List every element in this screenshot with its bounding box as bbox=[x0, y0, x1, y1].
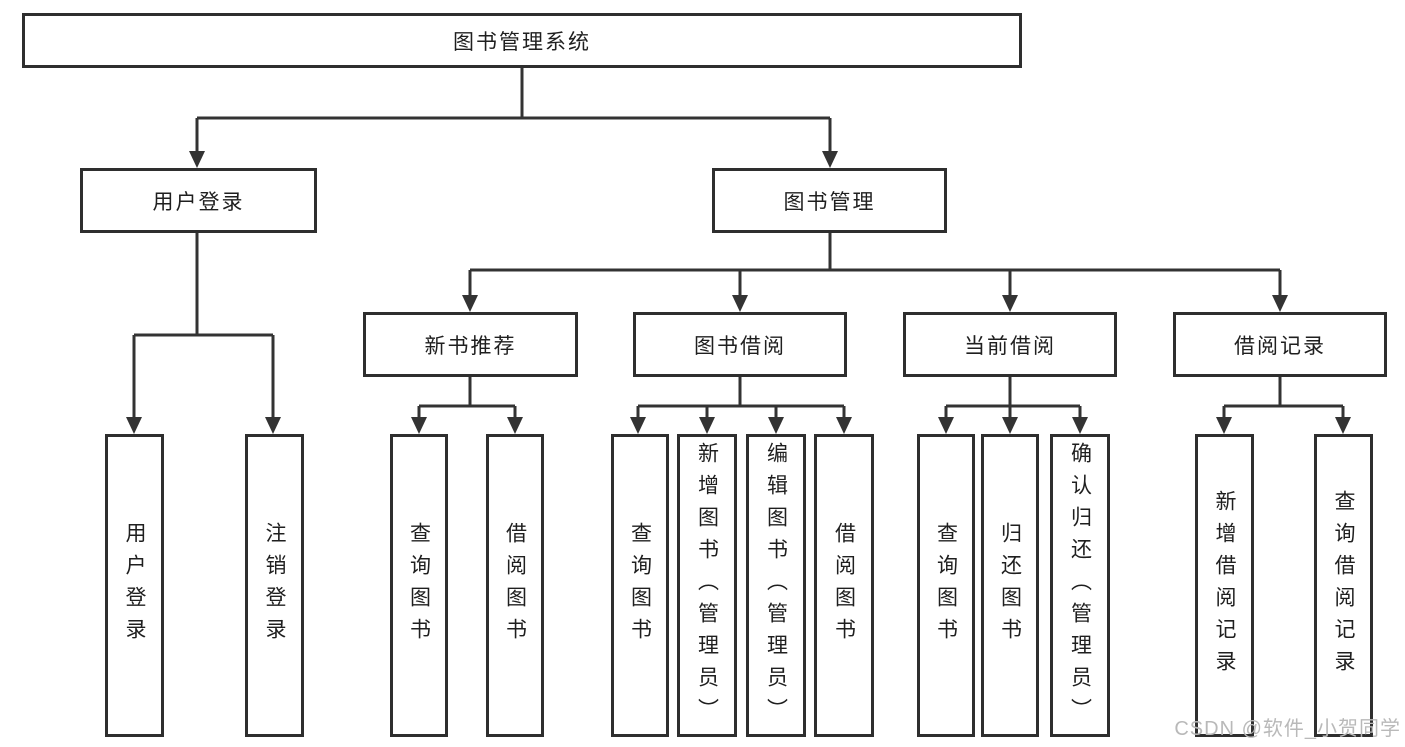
arrowhead bbox=[1002, 295, 1018, 312]
leaf-add-book-admin: 新增图书（管理员） bbox=[677, 434, 737, 737]
node-book-borrow: 图书借阅 bbox=[633, 312, 847, 377]
arrowhead bbox=[1335, 417, 1351, 434]
leaf-borrow-book: 借阅图书 bbox=[814, 434, 874, 737]
node-borrow-record-label: 借阅记录 bbox=[1234, 334, 1326, 358]
leaf-borrow-book-recommend: 借阅图书 bbox=[486, 434, 544, 737]
node-borrow-record: 借阅记录 bbox=[1173, 312, 1387, 377]
arrowhead bbox=[507, 417, 523, 434]
leaf-add-borrow-record-label: 新增借阅记录 bbox=[1213, 489, 1236, 682]
node-current-borrow-label: 当前借阅 bbox=[964, 334, 1056, 358]
leaf-query-book-current: 查询图书 bbox=[917, 434, 975, 737]
leaf-query-borrow-record: 查询借阅记录 bbox=[1314, 434, 1373, 737]
node-book-borrow-label: 图书借阅 bbox=[694, 334, 786, 358]
node-new-book-recommend: 新书推荐 bbox=[363, 312, 578, 377]
leaf-query-book-recommend-label: 查询图书 bbox=[407, 521, 431, 650]
node-book-management-label: 图书管理 bbox=[783, 190, 876, 214]
leaf-confirm-return-admin-label: 确认归还（管理员） bbox=[1068, 441, 1092, 730]
connector-root-to-level2 bbox=[195, 68, 832, 152]
node-user-login-label: 用户登录 bbox=[152, 190, 245, 214]
arrowhead bbox=[768, 417, 784, 434]
connector-userlogin-to-leaves bbox=[132, 233, 275, 418]
leaf-user-login-label: 用户登录 bbox=[123, 521, 146, 650]
leaf-user-login: 用户登录 bbox=[105, 434, 164, 737]
arrowhead bbox=[189, 151, 205, 168]
leaf-borrow-book-recommend-label: 借阅图书 bbox=[503, 521, 527, 650]
leaf-return-book: 归还图书 bbox=[981, 434, 1039, 737]
leaf-add-borrow-record: 新增借阅记录 bbox=[1195, 434, 1254, 737]
arrowhead bbox=[265, 417, 281, 434]
arrowhead bbox=[1272, 295, 1288, 312]
leaf-edit-book-admin-label: 编辑图书（管理员） bbox=[764, 441, 788, 730]
leaf-return-book-label: 归还图书 bbox=[998, 521, 1022, 650]
arrowhead bbox=[1002, 417, 1018, 434]
leaf-confirm-return-admin: 确认归还（管理员） bbox=[1050, 434, 1110, 737]
csdn-watermark: CSDN @软件_小贺同学 bbox=[1174, 718, 1401, 740]
arrowhead bbox=[938, 417, 954, 434]
leaf-query-book-borrow: 查询图书 bbox=[611, 434, 669, 737]
leaf-query-book-recommend: 查询图书 bbox=[390, 434, 448, 737]
connector-bookborrow-to-leaves bbox=[636, 377, 846, 418]
connector-borrowrecord-to-leaves bbox=[1222, 377, 1345, 418]
leaf-query-borrow-record-label: 查询借阅记录 bbox=[1332, 489, 1355, 682]
leaf-query-book-current-label: 查询图书 bbox=[934, 521, 958, 650]
node-user-login: 用户登录 bbox=[80, 168, 317, 233]
arrowhead bbox=[822, 151, 838, 168]
arrowhead bbox=[836, 417, 852, 434]
arrowhead bbox=[732, 295, 748, 312]
node-new-book-recommend-label: 新书推荐 bbox=[424, 334, 517, 358]
arrowhead bbox=[1216, 417, 1232, 434]
arrowhead bbox=[630, 417, 646, 434]
connector-currentborrow-to-leaves bbox=[944, 377, 1082, 418]
leaf-logout-label: 注销登录 bbox=[263, 521, 286, 650]
arrowhead bbox=[699, 417, 715, 434]
arrowhead bbox=[126, 417, 142, 434]
leaf-query-book-borrow-label: 查询图书 bbox=[628, 521, 652, 650]
node-root-label: 图书管理系统 bbox=[453, 30, 591, 54]
leaf-edit-book-admin: 编辑图书（管理员） bbox=[746, 434, 806, 737]
leaf-add-book-admin-label: 新增图书（管理员） bbox=[695, 441, 719, 730]
leaf-borrow-book-label: 借阅图书 bbox=[832, 521, 856, 650]
arrowhead bbox=[411, 417, 427, 434]
connector-newbook-to-leaves bbox=[417, 377, 517, 418]
node-current-borrow: 当前借阅 bbox=[903, 312, 1117, 377]
arrowhead bbox=[462, 295, 478, 312]
node-root: 图书管理系统 bbox=[22, 13, 1022, 68]
arrowhead bbox=[1072, 417, 1088, 434]
connector-bookmgmt-to-level3 bbox=[468, 233, 1282, 296]
leaf-logout: 注销登录 bbox=[245, 434, 304, 737]
node-book-management: 图书管理 bbox=[712, 168, 947, 233]
